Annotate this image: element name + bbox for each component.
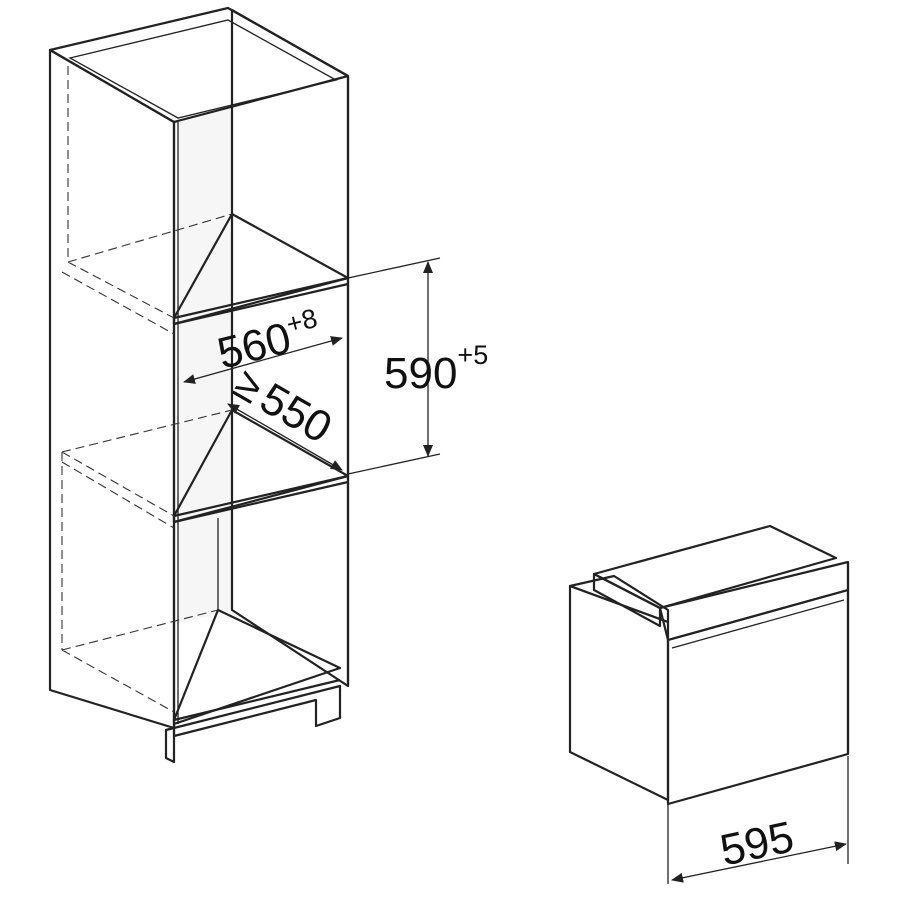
cabinet-left-panel — [48, 48, 176, 730]
oven-control-panel — [658, 560, 850, 642]
svg-text:590+5: 590+5 — [384, 340, 488, 398]
appliance-dimensions: 595 — [667, 756, 849, 884]
oven-body-top — [568, 574, 670, 624]
appliance-width-arrow — [671, 841, 847, 883]
oven-door — [666, 588, 850, 806]
oven-appliance — [568, 524, 850, 806]
oven-body-side — [568, 584, 670, 802]
width-dimension-arrow — [183, 336, 343, 384]
cabinet-top-opening — [68, 19, 338, 119]
cabinet-bottom-shelf — [172, 608, 342, 726]
tall-cabinet — [48, 6, 350, 764]
niche-height-value: 590 — [384, 349, 457, 398]
oven-housing-top — [592, 524, 838, 610]
niche-depth-value: 550 — [252, 374, 340, 453]
niche-width-tolerance: +8 — [283, 303, 320, 340]
appliance-width-value: 595 — [716, 812, 798, 875]
cabinet-hidden-edges — [61, 66, 233, 713]
niche-height-tolerance: +5 — [457, 340, 488, 370]
cabinet-top-panel — [48, 6, 350, 124]
cabinet-plinth — [172, 684, 342, 738]
depth-dimension-arrow — [227, 403, 343, 471]
